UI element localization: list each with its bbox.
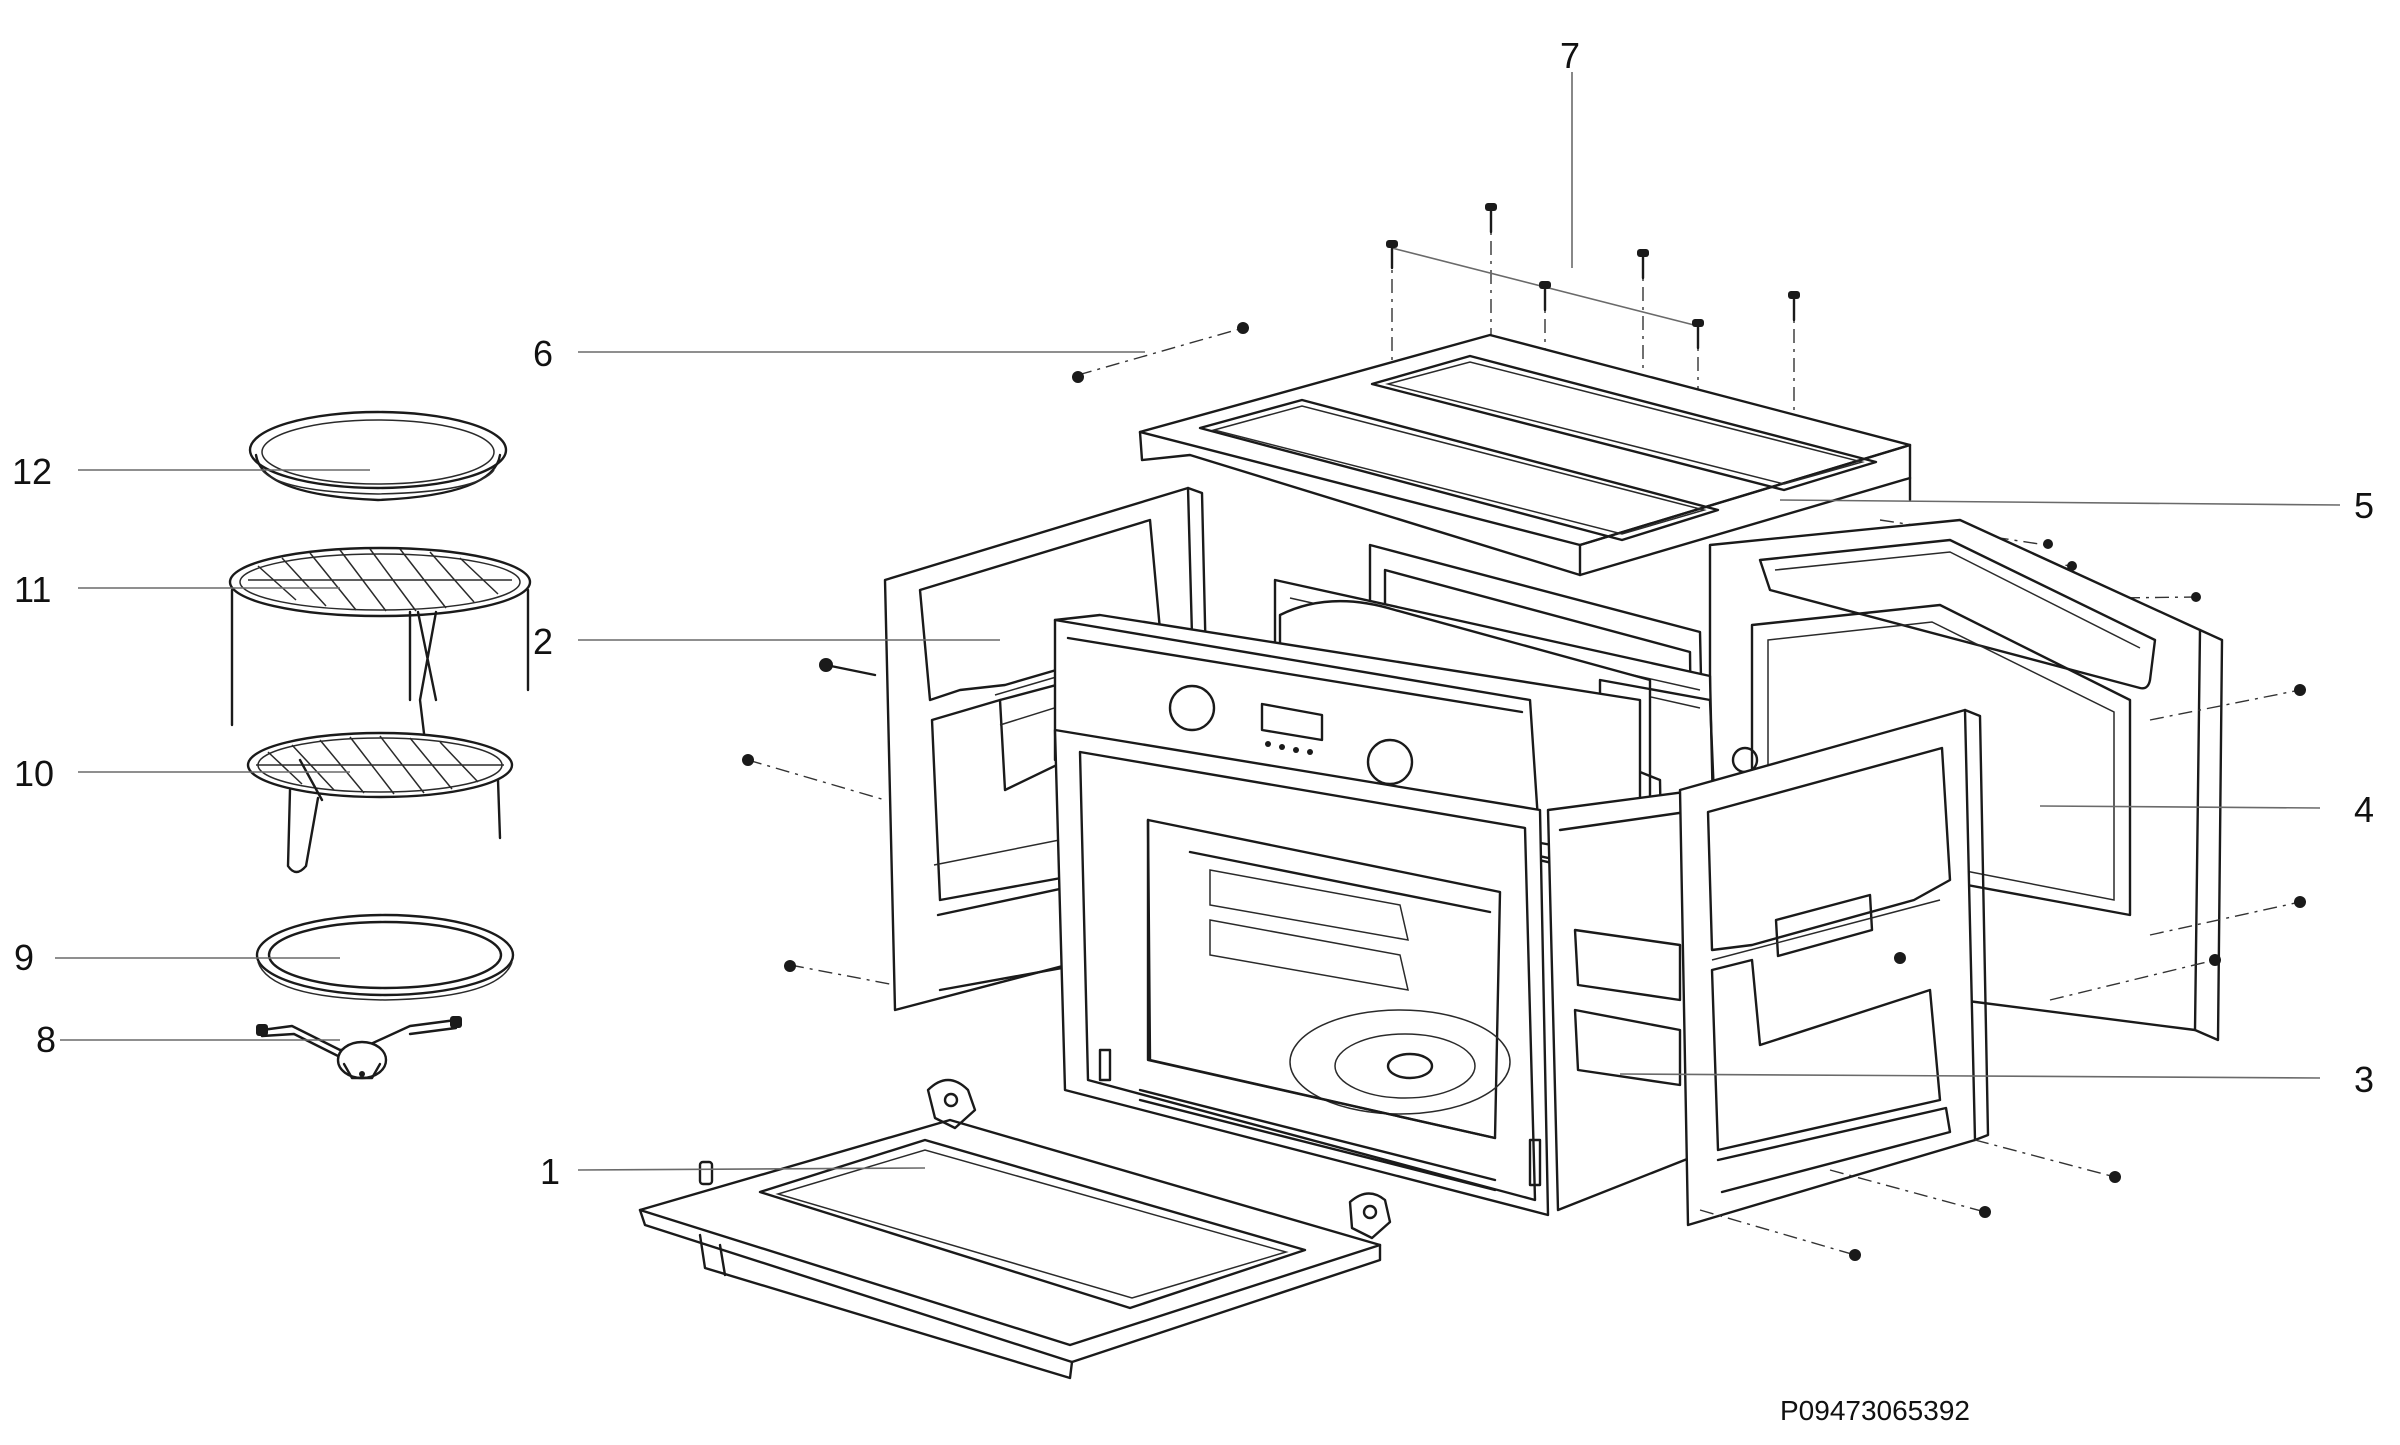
- callout-6: 6: [533, 333, 553, 374]
- callout-11: 11: [14, 569, 51, 610]
- low-grill-rack: [246, 731, 514, 874]
- turntable-ring: [255, 913, 515, 1001]
- callout-3: 3: [2354, 1059, 2374, 1100]
- part-code: P09473065392: [1780, 1395, 1970, 1426]
- callout-10: 10: [14, 753, 54, 794]
- callout-12: 12: [12, 451, 52, 492]
- callout-8: 8: [36, 1019, 56, 1060]
- callout-5: 5: [2354, 485, 2374, 526]
- callout-labels: 1 2 3 4 5 6 7 8 9 10 11 12 P09473065392: [12, 35, 2374, 1426]
- oven-chassis: [1053, 613, 1712, 1217]
- right-side-panel: [1678, 708, 2121, 1261]
- high-grill-rack: [228, 546, 532, 752]
- callout-2: 2: [533, 621, 553, 662]
- callout-1: 1: [540, 1151, 560, 1192]
- oven-door: [638, 1078, 1392, 1380]
- roller-support: [256, 1016, 462, 1080]
- callout-4: 4: [2354, 789, 2374, 830]
- callout-9: 9: [14, 937, 34, 978]
- callout-7: 7: [1560, 35, 1580, 76]
- callout-leaders: [55, 72, 2341, 1171]
- top-cover: [1072, 203, 2201, 602]
- baking-tray: [248, 410, 508, 502]
